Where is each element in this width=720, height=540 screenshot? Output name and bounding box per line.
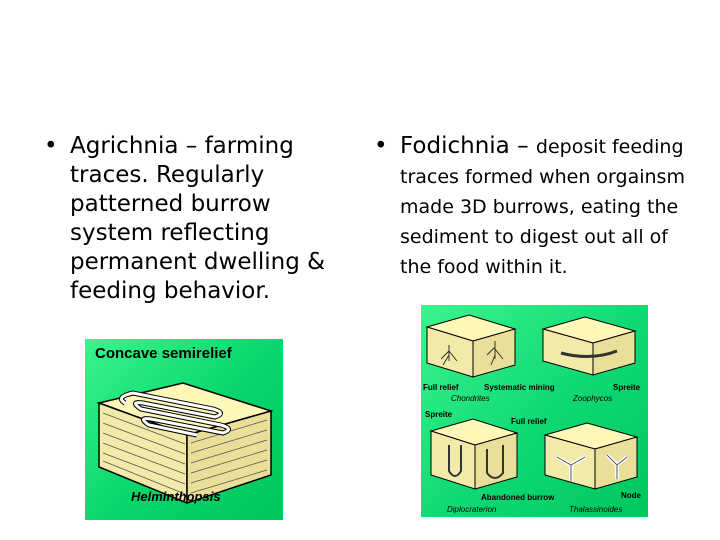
label-spreite: Spreite — [425, 410, 453, 419]
helminthopsis-figure: Concave semirelief Helminthopsis — [85, 339, 283, 520]
fodichnia-text: deposit feeding traces formed when orgai… — [400, 136, 685, 278]
label-zoophycos: Zoophycos — [573, 394, 613, 403]
label-abandoned-burrow: Abandoned burrow — [481, 493, 555, 502]
bullet: • — [374, 133, 388, 159]
label-node: Node — [621, 491, 641, 500]
fodichnia-figure: Full relief Chondrites Systematic mining… — [421, 305, 648, 517]
agrichnia-text: Agrichnia – farming traces. Regularly pa… — [70, 133, 326, 304]
list-item: • Agrichnia – farming traces. Regularly … — [44, 132, 344, 306]
label-chondrites: Chondrites — [451, 394, 490, 403]
label-systematic-mining: Systematic mining — [484, 383, 555, 392]
fodichnia-term: Fodichnia – — [400, 133, 536, 159]
fodichnia-block-diagrams — [425, 314, 639, 490]
helminthopsis-block-diagram — [96, 382, 274, 505]
figure-genus-label: Helminthopsis — [131, 489, 221, 504]
label-diplocraterion: Diplocraterion — [447, 505, 497, 514]
bullet: • — [44, 133, 58, 159]
right-column: • Fodichnia – deposit feeding traces for… — [374, 132, 704, 282]
list-item: • Fodichnia – deposit feeding traces for… — [374, 132, 704, 282]
label-full-relief: Full relief — [423, 383, 459, 392]
label-full-relief: Full relief — [511, 417, 547, 426]
figure-title: Concave semirelief — [95, 345, 232, 362]
label-thalassinoides: Thalassinoides — [569, 505, 623, 514]
left-column: • Agrichnia – farming traces. Regularly … — [44, 132, 344, 306]
label-spreite: Spreite — [613, 383, 641, 392]
